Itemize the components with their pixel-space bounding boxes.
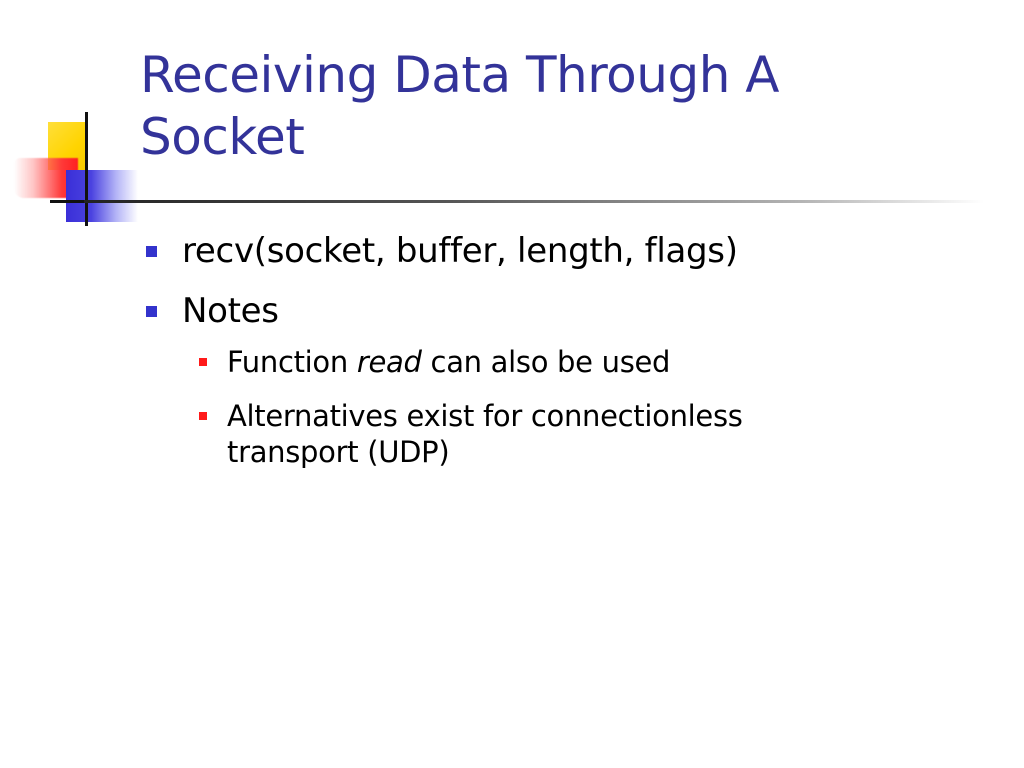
slide-title: Receiving Data Through A Socket: [140, 44, 1000, 168]
title-underline-rule: [84, 200, 984, 203]
sub-bullet-square-icon: [199, 412, 207, 420]
bullet-list: recv(socket, buffer, length, flags) Note…: [140, 230, 1000, 488]
sub-bullet-text-line1: Alternatives exist for connectionless: [227, 399, 743, 433]
slide-title-line2: Socket: [140, 108, 305, 166]
bullet-text: Notes: [182, 291, 279, 331]
bullet-item-notes: Notes Function read can also be used Alt…: [140, 290, 1000, 470]
sub-bullet-list: Function read can also be used Alternati…: [182, 344, 1000, 470]
sub-bullet-item-alternatives: Alternatives exist for connectionless tr…: [182, 398, 1000, 470]
slide-title-line1: Receiving Data Through A: [140, 46, 779, 104]
sub-bullet-text-after: can also be used: [421, 345, 671, 379]
bullet-item-recv: recv(socket, buffer, length, flags): [140, 230, 1000, 272]
bullet-square-icon: [146, 306, 157, 317]
sub-bullet-square-icon: [199, 358, 207, 366]
sub-bullet-text-italic: read: [356, 345, 422, 379]
decor-vertical-line: [85, 112, 88, 226]
decor-blue-square: [66, 170, 138, 222]
sub-bullet-text-line2: transport (UDP): [227, 435, 450, 469]
sub-bullet-item-read: Function read can also be used: [182, 344, 1000, 380]
bullet-square-icon: [146, 246, 157, 257]
decor-horizontal-line: [50, 200, 110, 203]
bullet-text: recv(socket, buffer, length, flags): [182, 231, 738, 271]
sub-bullet-text-before: Function: [227, 345, 357, 379]
